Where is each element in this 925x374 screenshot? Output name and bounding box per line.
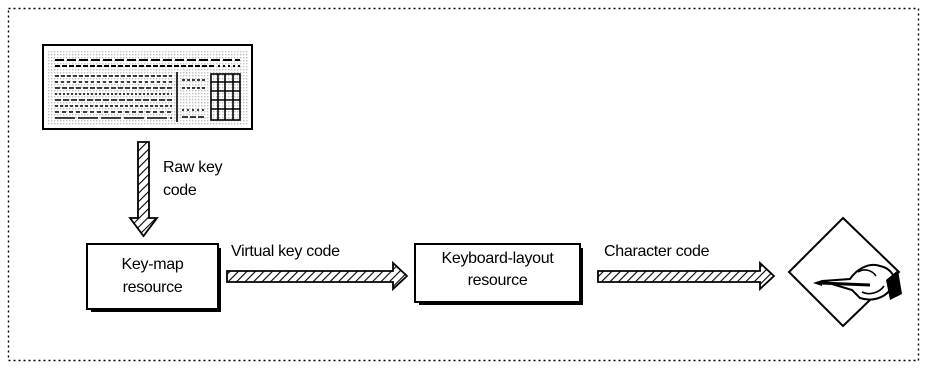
raw-key-code-label-line2: code bbox=[163, 182, 197, 199]
hand-with-pen-icon bbox=[787, 216, 902, 328]
key-map-resource-label-line2: resource bbox=[122, 279, 183, 296]
keyboard-layout-resource-box bbox=[414, 243, 583, 305]
key-map-resource-box bbox=[86, 243, 221, 312]
character-code-label: Character code bbox=[604, 243, 710, 260]
character-code-arrow bbox=[597, 260, 776, 292]
raw-key-code-arrow bbox=[128, 141, 159, 238]
diagram-frame bbox=[7, 7, 920, 362]
virtual-key-code-arrow bbox=[226, 260, 409, 292]
keyboard-icon bbox=[42, 44, 253, 130]
key-map-resource-label-line1: Key-map bbox=[121, 256, 184, 273]
virtual-key-code-label: Virtual key code bbox=[231, 243, 340, 260]
keyboard-layout-resource-label-line2: resource bbox=[467, 272, 528, 289]
keyboard-layout-resource-label-line1: Keyboard-layout bbox=[441, 250, 554, 267]
raw-key-code-label-line1: Raw key bbox=[163, 159, 223, 176]
